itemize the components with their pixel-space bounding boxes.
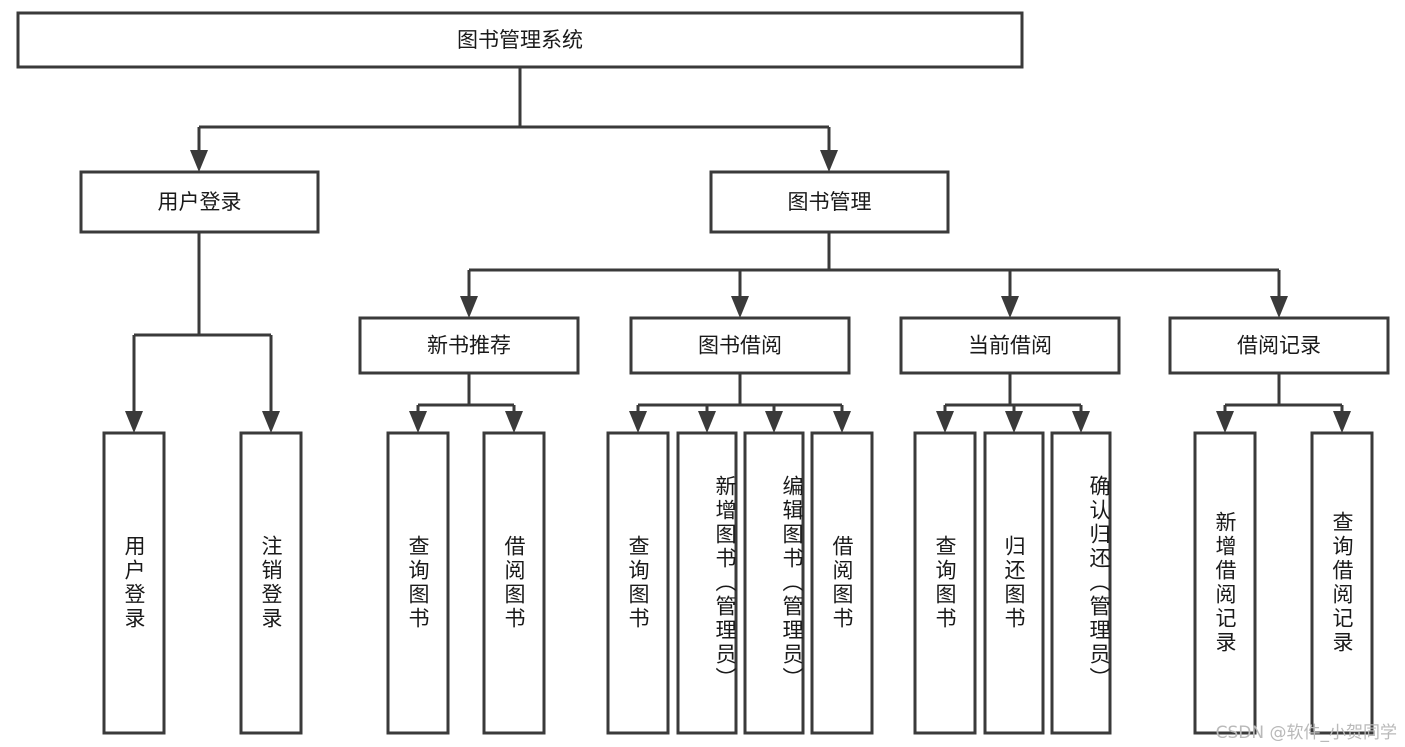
leaf-leaf-confirm-return[interactable] (1050, 431, 1112, 735)
node-label-new-book-recommend: 新书推荐 (427, 334, 511, 358)
level1-drop-1-arrowhead (820, 150, 838, 172)
node-user-login[interactable] (79, 170, 320, 234)
group-book-borrow-drop-3-arrowhead (833, 411, 851, 433)
group-new-book-recommend-drop-1-arrowhead (505, 411, 523, 433)
connector-layer (125, 67, 1351, 433)
group-current-borrow-drop-2-arrowhead (1072, 411, 1090, 433)
node-current-borrow[interactable] (899, 316, 1121, 375)
leaf-leaf-user-login[interactable] (102, 431, 166, 735)
book-manage-drop-3-arrowhead (1270, 296, 1288, 318)
book-manage-drop-0-arrowhead (460, 296, 478, 318)
node-borrow-record[interactable] (1168, 316, 1390, 375)
node-book-manage[interactable] (709, 170, 950, 234)
leaf-leaf-logout[interactable] (239, 431, 303, 735)
leaf-leaf-query-book-1[interactable] (386, 431, 450, 735)
leaf-leaf-return-book[interactable] (983, 431, 1045, 735)
node-label-current-borrow: 当前借阅 (968, 334, 1052, 358)
node-label-user-login: 用户登录 (158, 190, 242, 214)
node-root[interactable] (16, 11, 1024, 69)
group-borrow-record-drop-0-arrowhead (1216, 411, 1234, 433)
node-book-borrow[interactable] (629, 316, 851, 375)
group-book-borrow-drop-2-arrowhead (765, 411, 783, 433)
group-book-borrow-drop-1-arrowhead (698, 411, 716, 433)
leaf-leaf-add-record[interactable] (1193, 431, 1257, 735)
group-borrow-record-drop-1-arrowhead (1333, 411, 1351, 433)
leaf-leaf-edit-book[interactable] (743, 431, 805, 735)
group-new-book-recommend-drop-0-arrowhead (409, 411, 427, 433)
node-label-root: 图书管理系统 (457, 28, 583, 52)
leaf-leaf-query-book-2[interactable] (606, 431, 670, 735)
node-label-borrow-record: 借阅记录 (1237, 334, 1321, 358)
book-manage-drop-2-arrowhead (1001, 296, 1019, 318)
leaf-leaf-add-book[interactable] (676, 431, 738, 735)
leaf-leaf-query-record[interactable] (1310, 431, 1374, 735)
node-new-book-recommend[interactable] (358, 316, 580, 375)
group-book-borrow-drop-0-arrowhead (629, 411, 647, 433)
group-current-borrow-drop-1-arrowhead (1005, 411, 1023, 433)
level1-drop-0-arrowhead (190, 150, 208, 172)
node-label-book-manage: 图书管理 (788, 190, 872, 214)
leaf-leaf-borrow-book-2[interactable] (810, 431, 874, 735)
leaf-leaf-query-book-3[interactable] (913, 431, 977, 735)
node-label-book-borrow: 图书借阅 (698, 334, 782, 358)
book-manage-drop-1-arrowhead (731, 296, 749, 318)
user-login-drop-0-arrowhead (125, 411, 143, 433)
leaf-leaf-borrow-book-1[interactable] (482, 431, 546, 735)
user-login-drop-1-arrowhead (262, 411, 280, 433)
watermark-text: CSDN @软件_小贺同学 (1215, 723, 1397, 743)
group-current-borrow-drop-0-arrowhead (936, 411, 954, 433)
